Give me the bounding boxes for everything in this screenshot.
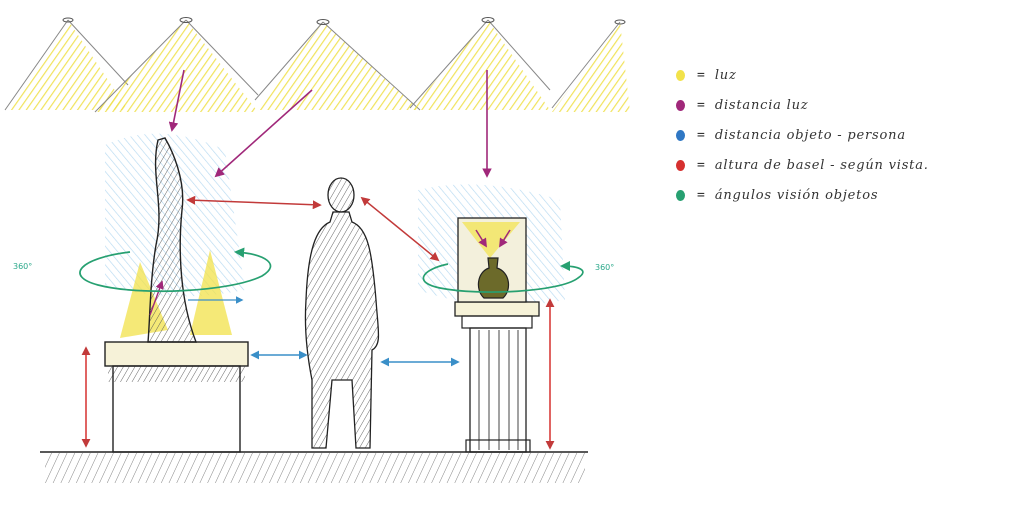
- legend-label: luz: [715, 68, 737, 83]
- legend-label: distancia objeto - persona: [715, 128, 906, 143]
- legend-label: distancia luz: [715, 98, 809, 113]
- legend-equals: =: [697, 68, 705, 83]
- light-cone-4: [410, 18, 550, 111]
- visitor-figure: [305, 178, 378, 448]
- floor: [40, 452, 588, 483]
- right-angle-label: 360°: [595, 263, 614, 272]
- legend-label: altura de basel - según vista.: [715, 158, 929, 173]
- legend-equals: =: [697, 188, 705, 203]
- light-cone-3: [255, 20, 420, 111]
- left-pedestal: [105, 342, 248, 452]
- legend-item-base-height: = altura de basel - según vista.: [676, 150, 1016, 180]
- light-cone-2: [95, 18, 258, 113]
- legend-item-object-person-distance: = distancia objeto - persona: [676, 120, 1016, 150]
- legend-item-light: = luz: [676, 60, 1016, 90]
- legend-item-view-angles: = ángulos visión objetos: [676, 180, 1016, 210]
- legend-equals: =: [697, 98, 705, 113]
- legend: = luz = distancia luz = distancia objeto…: [676, 60, 1016, 210]
- angle-color-dot: [676, 190, 685, 201]
- height-color-dot: [676, 160, 685, 171]
- legend-equals: =: [697, 158, 705, 173]
- light-cone-5: [552, 20, 630, 112]
- left-angle-label: 360°: [13, 262, 32, 271]
- ceiling-lights: [5, 18, 630, 113]
- light-distance-color-dot: [676, 100, 685, 111]
- distance-color-dot: [676, 130, 685, 141]
- right-column: [455, 302, 539, 452]
- legend-label: ángulos visión objetos: [715, 188, 878, 203]
- legend-item-light-distance: = distancia luz: [676, 90, 1016, 120]
- light-cone-1: [5, 18, 128, 110]
- legend-equals: =: [697, 128, 705, 143]
- light-color-dot: [676, 70, 685, 81]
